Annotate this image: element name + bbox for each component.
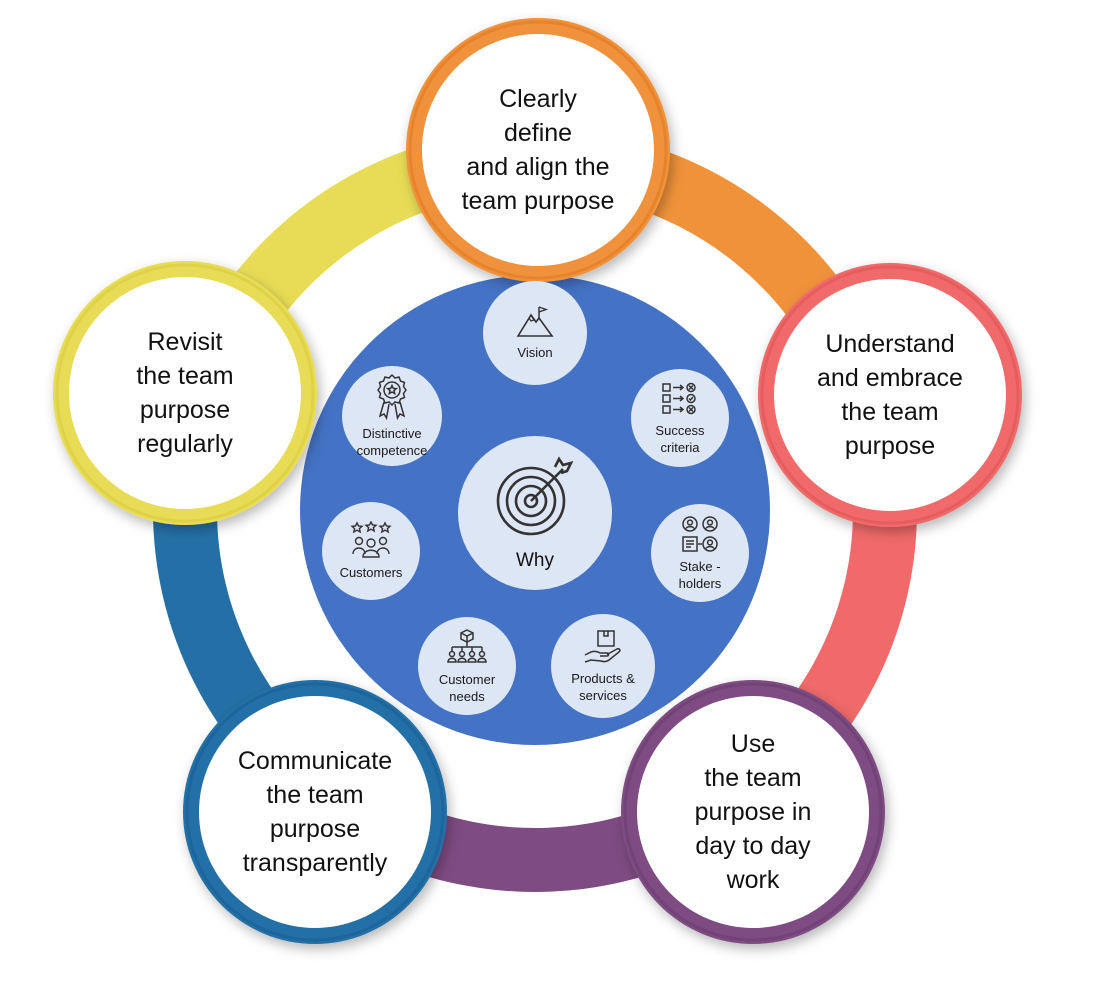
step-circle-communicate [183,680,447,944]
inner-disc [300,275,770,745]
step-circle-use [621,680,885,944]
step-circle-understand [758,263,1022,527]
step-circle-revisit [53,261,317,525]
step-circles [53,18,1022,944]
step-circle-define [406,18,670,282]
